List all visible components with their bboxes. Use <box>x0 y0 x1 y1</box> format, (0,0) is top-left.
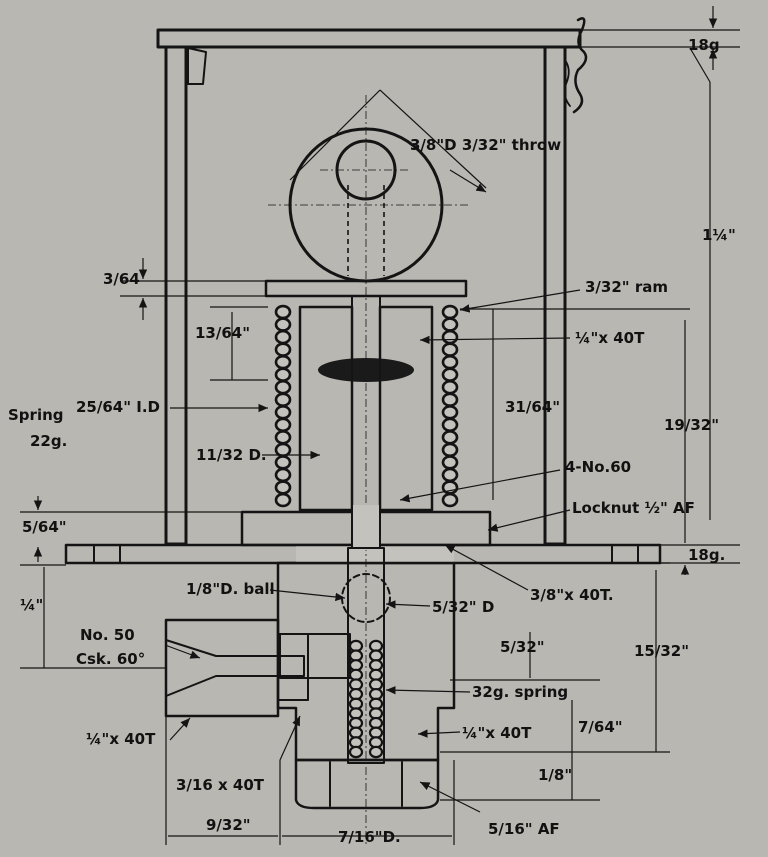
spring-coil <box>274 492 292 508</box>
spring-coil <box>441 329 459 345</box>
label-height-overall: 1¼" <box>702 226 736 244</box>
spring-coil <box>274 342 292 357</box>
spring-coil <box>274 379 292 395</box>
spring-coil <box>274 367 292 382</box>
base-hole-right <box>611 544 639 564</box>
spring-coil <box>274 329 292 345</box>
label-height-19-32: 19/32" <box>664 416 719 434</box>
plug-nut <box>294 758 440 810</box>
spring-coil <box>441 442 459 458</box>
spring-coil <box>368 745 384 759</box>
label-thread-body: 3/8"x 40T. <box>530 586 614 604</box>
spring-coil <box>441 367 459 382</box>
label-height-quarter: ¼" <box>20 596 43 614</box>
spring-coil <box>274 304 292 320</box>
label-width-7-16: 7/16"D. <box>338 828 401 846</box>
spring-coil <box>441 492 459 508</box>
label-spring-gap: 13/64" <box>195 324 250 342</box>
small-spring <box>348 639 384 759</box>
label-spring-id: 25/64" I.D <box>76 398 160 416</box>
label-top-thickness: 18g <box>688 36 720 54</box>
spring-coil <box>274 467 292 483</box>
spring-coil <box>274 430 292 445</box>
label-body-dia: 11/32 D. <box>196 446 267 464</box>
break-line-2 <box>563 59 571 107</box>
label-depth-5-32: 5/32" <box>500 638 545 656</box>
label-nut-af: 5/16" AF <box>488 820 560 838</box>
label-height-eighth: 1/8" <box>538 766 572 784</box>
spring-coil <box>441 417 459 433</box>
label-base-thickness: 18g. <box>688 546 725 564</box>
label-spring: Spring <box>8 406 64 424</box>
label-thread-outlet: ¼"x 40T <box>86 730 156 748</box>
spring-coil <box>274 442 292 458</box>
main-spring <box>274 304 459 508</box>
label-width-9-32: 9/32" <box>206 816 251 834</box>
spring-coil <box>441 342 459 357</box>
spring-coil <box>441 430 459 445</box>
spring-coil <box>274 405 292 420</box>
label-travel: 31/64" <box>505 398 560 416</box>
bracket-tab <box>187 47 207 85</box>
spring-coil <box>274 354 292 370</box>
leaders <box>164 289 581 813</box>
label-ball: 1/8"D. ball <box>186 580 275 598</box>
label-countersink: Csk. 60° <box>76 650 145 668</box>
label-top-plate-thk: 3/64 <box>103 270 140 288</box>
outlet-nozzle <box>164 618 309 718</box>
label-spring-gauge: 22g. <box>30 432 67 450</box>
spring-coil <box>441 392 459 407</box>
annotations: 3/8"D 3/32" throw 18g 1¼" 3/64 3/32" ram… <box>8 36 736 846</box>
label-ram: 3/32" ram <box>585 278 668 296</box>
bore-channel <box>347 547 385 764</box>
label-small-spring: 32g. spring <box>472 683 568 701</box>
spring-coil <box>274 392 292 407</box>
spring-coil <box>441 467 459 483</box>
label-thread-plug: ¼"x 40T <box>462 724 532 742</box>
spring-coil <box>441 455 459 470</box>
spring-coil <box>441 304 459 320</box>
spring-coil <box>274 480 292 495</box>
label-thread-ram: ¼"x 40T <box>575 329 645 347</box>
ram <box>351 295 381 549</box>
base-hole-left <box>93 544 121 564</box>
dimensions <box>20 6 740 845</box>
spring-coil <box>348 745 364 759</box>
label-base-gap: 5/64" <box>22 518 67 536</box>
label-thread-3-16: 3/16 x 40T <box>176 776 265 794</box>
spring-coil <box>441 317 459 332</box>
top-plate <box>156 28 582 49</box>
body-clear <box>296 545 454 563</box>
spring-coil <box>441 405 459 420</box>
break-line <box>572 17 588 114</box>
spring-coil <box>274 317 292 332</box>
label-locknut: Locknut ½" AF <box>572 499 695 517</box>
label-eccentric: 3/8"D 3/32" throw <box>410 136 561 154</box>
spring-coil <box>274 417 292 433</box>
spring-coil <box>274 455 292 470</box>
spring-coil <box>441 379 459 395</box>
label-drill-holes: 4-No.60 <box>565 458 631 476</box>
spring-coil <box>441 354 459 370</box>
ram-top-plate <box>264 279 468 298</box>
label-bore: 5/32" D <box>432 598 494 616</box>
seal <box>318 358 414 382</box>
label-depth-7-64: 7/64" <box>578 718 623 736</box>
label-height-15-32: 15/32" <box>634 642 689 660</box>
label-drill-no50: No. 50 <box>80 626 135 644</box>
